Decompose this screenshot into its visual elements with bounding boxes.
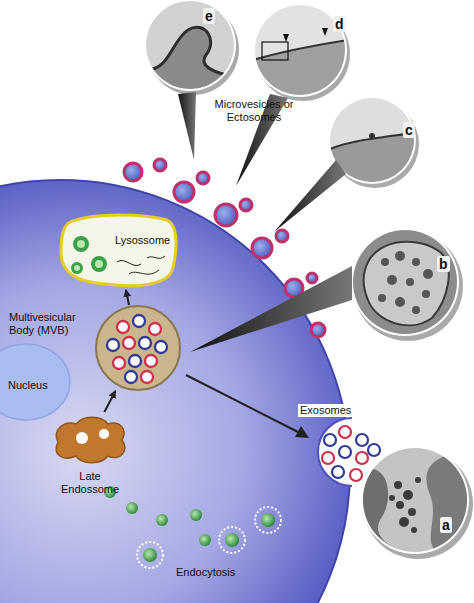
organelle-part [99,429,109,439]
organelle-label: Lysossome [115,234,170,247]
organelle-part [76,432,88,444]
callout-letter: e [203,8,215,24]
pathway-arrow [104,391,115,412]
organelle-part [107,315,167,383]
organelle-part [77,240,85,248]
callout-letter: a [440,517,452,533]
organelle-node: Nucleus [0,345,72,420]
organelle-part [113,357,125,369]
organelle-part [149,323,161,335]
organelle-part [96,306,180,390]
organelle-part [91,256,107,272]
organelle-part [56,417,125,463]
organelle-node: Lysossome [55,210,180,290]
micrograph [253,3,350,101]
callout-letter: c [403,122,415,138]
organelle-part [117,256,165,274]
organelle-part [73,236,89,252]
structure-label: Microvesicles or Ectosomes [214,98,294,124]
organelle-part [0,344,70,420]
organelle-part [141,371,153,383]
organelle-label: Nucleus [8,379,48,392]
organelle-part [145,355,157,367]
micrograph [350,228,463,341]
organelle-part [117,321,129,333]
pathway-arrow [126,290,129,305]
organelle-shape [95,305,181,391]
organelle-part [74,265,80,271]
organelle-shape [50,412,130,467]
organelle-part [139,337,151,349]
callout-letter: b [437,256,450,272]
organelle-part [61,215,176,286]
structure-label: Endocytosis [176,566,235,579]
organelle-node: Multivesicular Body (MVB) [95,305,181,391]
organelle-node: Late Endossome [50,412,130,467]
micrograph [360,445,473,559]
callout-letter: d [333,16,346,32]
organelle-part [155,341,167,353]
organelle-part [107,339,119,351]
cell-body [0,180,350,603]
organelle-label: Late Endossome [58,470,122,496]
pointer-arrows [178,92,384,492]
micrograph [144,0,239,95]
organelle-label: Multivesicular Body (MVB) [9,311,91,337]
organelle-part [71,262,83,274]
organelle-part [123,337,135,349]
organelle-part [125,371,137,383]
structure-label: Exosomes [298,404,353,417]
organelle-part [129,355,141,367]
endocytic-vesicles [104,486,281,568]
organelle-part [133,315,145,327]
release-arrow [186,375,309,438]
organelle-shape [55,210,180,290]
organelle-part [95,260,103,268]
